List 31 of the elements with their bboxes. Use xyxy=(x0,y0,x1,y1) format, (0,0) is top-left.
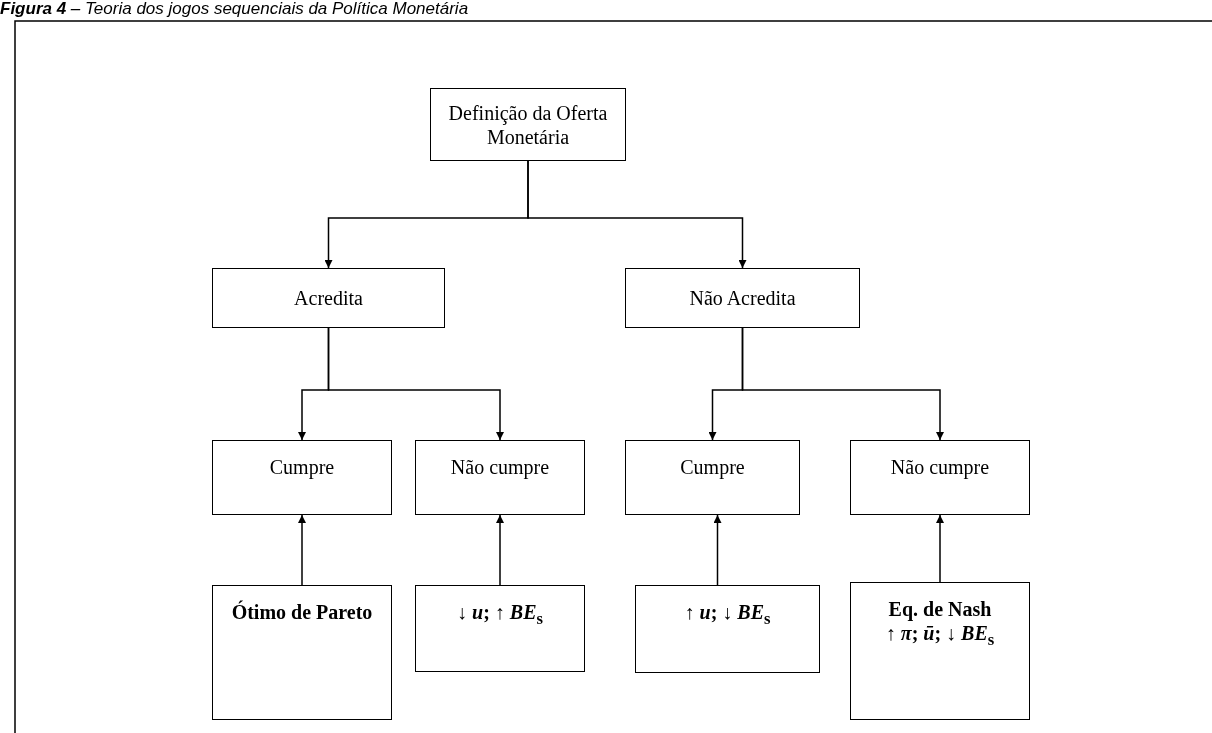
box-label: Ótimo de Pareto xyxy=(231,600,373,624)
decision-box xyxy=(625,268,860,328)
outcome-box xyxy=(212,585,392,720)
decision-box xyxy=(415,440,585,515)
arrow xyxy=(327,327,504,441)
arrow xyxy=(713,514,722,586)
box-label: Definição da Oferta Monetária xyxy=(447,100,609,149)
box-label: Não cumpre xyxy=(450,455,550,479)
box-label: Acredita xyxy=(294,286,363,310)
figure-title: Figura 4 – Teoria dos jogos sequenciais da Política Monetária xyxy=(0,0,469,18)
arrow xyxy=(496,514,504,586)
box-label: Cumpre xyxy=(680,455,745,479)
decision-box xyxy=(212,268,445,328)
decision-box xyxy=(850,440,1030,515)
decision-box xyxy=(430,88,626,161)
box-label: Eq. de Nash xyxy=(888,597,992,621)
arrow xyxy=(527,160,747,269)
box-label: Não cumpre xyxy=(890,455,990,479)
outcome-box xyxy=(635,585,820,673)
outcome-box xyxy=(415,585,585,672)
box-label: ↓ u; ↑ BE$_{s}$ xyxy=(457,600,543,630)
arrow xyxy=(298,514,306,586)
box-label: ↑ π; ū; ↓ BE$_{s}$ xyxy=(885,621,995,651)
box-label: Não Acredita xyxy=(689,286,796,310)
box-label: ↑ u; ↓ BE$_{s}$ xyxy=(684,600,771,630)
box-label: Cumpre xyxy=(269,455,335,479)
arrow xyxy=(741,327,944,441)
arrow xyxy=(936,514,944,583)
outcome-box xyxy=(850,582,1030,720)
decision-box xyxy=(625,440,800,515)
decision-box xyxy=(212,440,392,515)
